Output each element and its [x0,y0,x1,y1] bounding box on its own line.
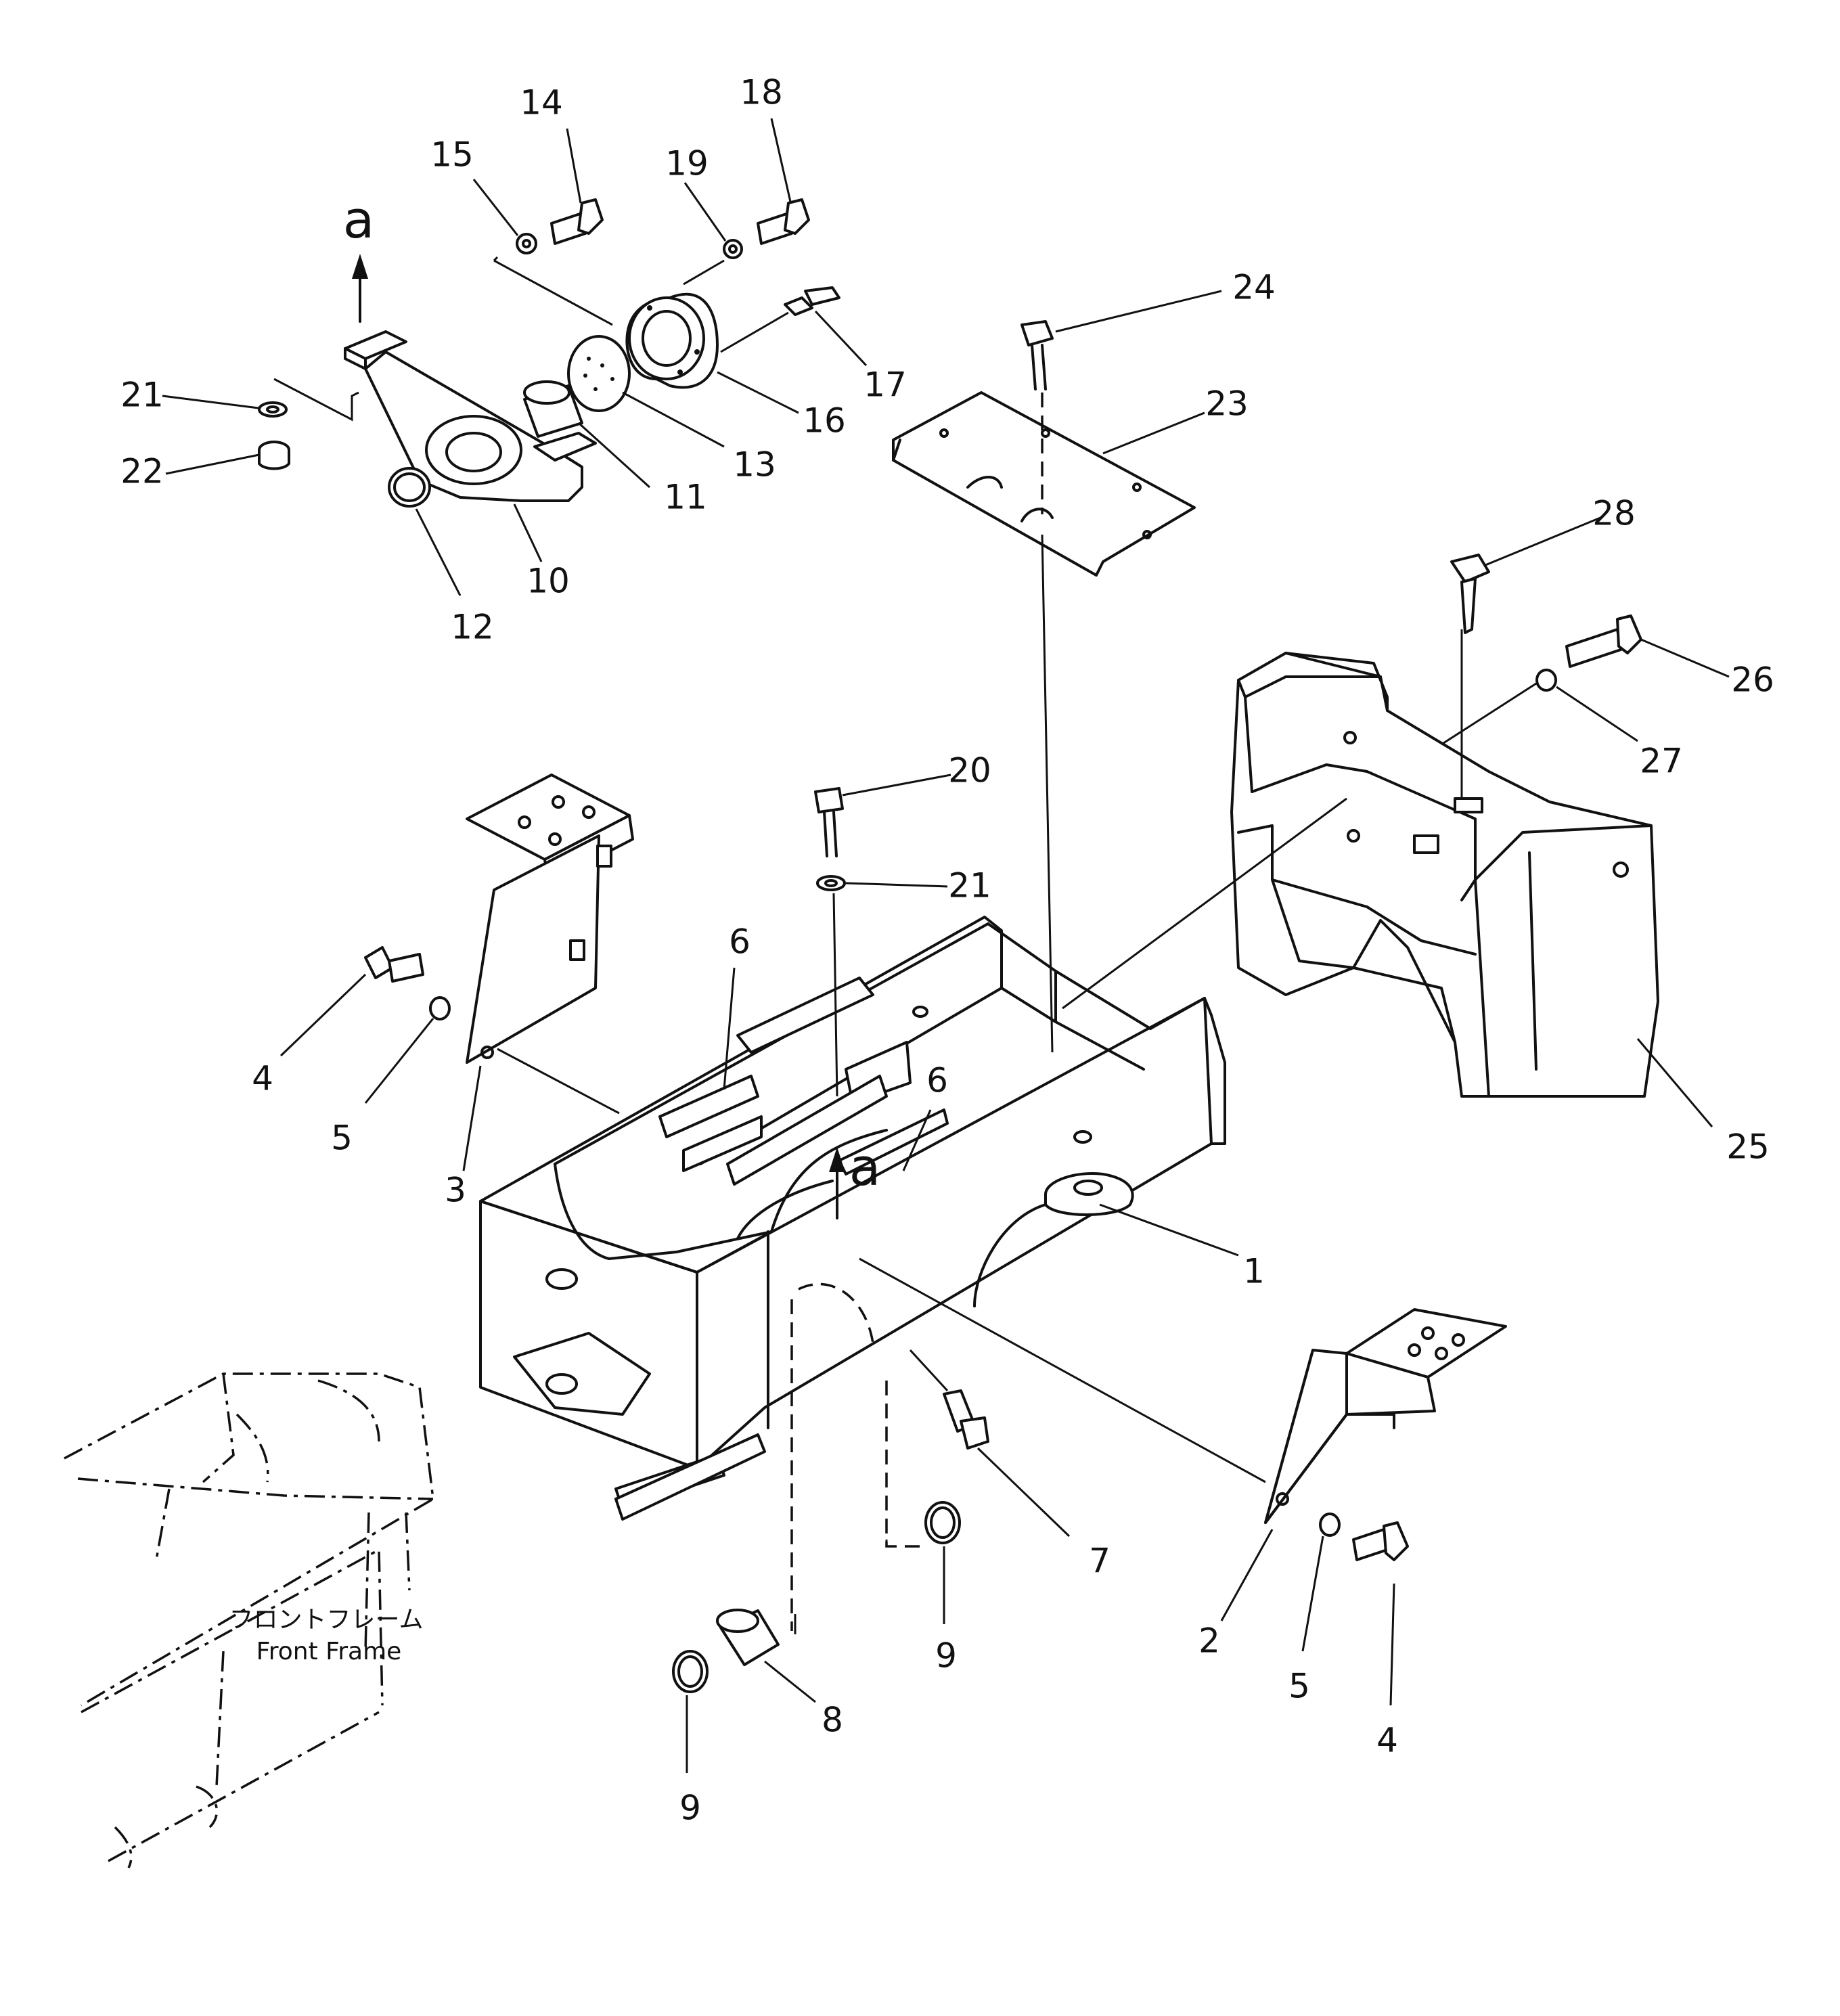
washer-19 [723,239,743,259]
ref-a-top-label: a [343,189,375,250]
callout-5a: 5 [331,1119,353,1158]
callout-6a: 6 [729,922,750,962]
callout-9a: 9 [679,1789,701,1828]
reference-a-bottom: a [829,1137,881,1219]
washer-5b [1319,1513,1341,1537]
step-plate-2 [1264,1308,1507,1524]
callout-13: 13 [733,445,776,485]
washer-21b [816,875,846,891]
bolt-4a [364,946,424,983]
counterweight-25 [1230,652,1659,1098]
callout-21b: 21 [948,866,991,905]
pin-28 [1450,554,1490,634]
rear-frame [479,916,1226,1631]
callout-5b: 5 [1288,1667,1310,1706]
callout-24: 24 [1232,268,1276,307]
callout-25: 25 [1726,1127,1770,1167]
bearing-bracket-10 [344,330,597,502]
bushing-8 [716,1609,780,1666]
step-plate-3 [466,774,634,1064]
callout-numbers: 1 2 3 4 4 5 5 6 6 7 8 9 9 10 11 12 13 14… [120,73,1774,1828]
plate-6a [658,1075,759,1138]
plate-13 [567,335,631,412]
plate-6b [726,1075,888,1186]
callout-1: 1 [1243,1252,1265,1291]
callout-17: 17 [863,365,907,405]
callout-14: 14 [520,83,563,122]
callout-26: 26 [1731,660,1774,700]
callout-22: 22 [120,452,164,491]
cover-23 [892,391,1196,577]
callout-2: 2 [1198,1621,1220,1661]
washer-5a [429,996,451,1021]
washer-27 [1535,669,1557,692]
fitting-17 [784,286,840,316]
bolt-4b [1352,1521,1409,1561]
bolt-20 [814,787,844,857]
callout-10: 10 [526,562,570,601]
callout-3: 3 [445,1171,466,1210]
front-frame: フロントフレーム Front Frame [64,1372,434,1868]
assembly-lines [273,256,1537,1634]
callout-28: 28 [1592,494,1636,533]
bolt-24 [1020,320,1054,390]
bolt-18 [757,198,810,245]
callout-9b: 9 [935,1636,957,1676]
callout-23: 23 [1205,384,1249,424]
callout-20: 20 [948,751,991,790]
reference-a-top: a [343,189,375,323]
callout-21a: 21 [120,376,164,415]
callout-4a: 4 [252,1059,273,1098]
ring-12-inner [393,472,426,502]
washer-21a [258,401,288,418]
callout-16: 16 [803,401,846,441]
ref-a-bottom-label: a [849,1137,881,1197]
bolt-14 [550,198,604,245]
callout-4b: 4 [1376,1721,1398,1760]
bolt-26 [1565,614,1642,668]
callout-18: 18 [740,73,783,112]
front-frame-label-en: Front Frame [256,1638,402,1665]
callout-7: 7 [1089,1542,1110,1581]
fitting-7 [943,1389,989,1450]
callout-15: 15 [430,135,474,175]
front-frame-label-jp: フロントフレーム [229,1606,424,1634]
leader-lines [162,118,1730,1773]
callout-27: 27 [1640,742,1683,781]
callout-6b: 6 [926,1061,948,1100]
bushing-11 [523,380,583,438]
callout-19: 19 [665,144,709,183]
nut-22 [258,441,290,470]
washer-15 [516,233,537,254]
housing-16 [625,292,719,389]
callout-11: 11 [664,478,707,517]
callout-12: 12 [451,608,494,647]
callout-8: 8 [822,1701,843,1740]
